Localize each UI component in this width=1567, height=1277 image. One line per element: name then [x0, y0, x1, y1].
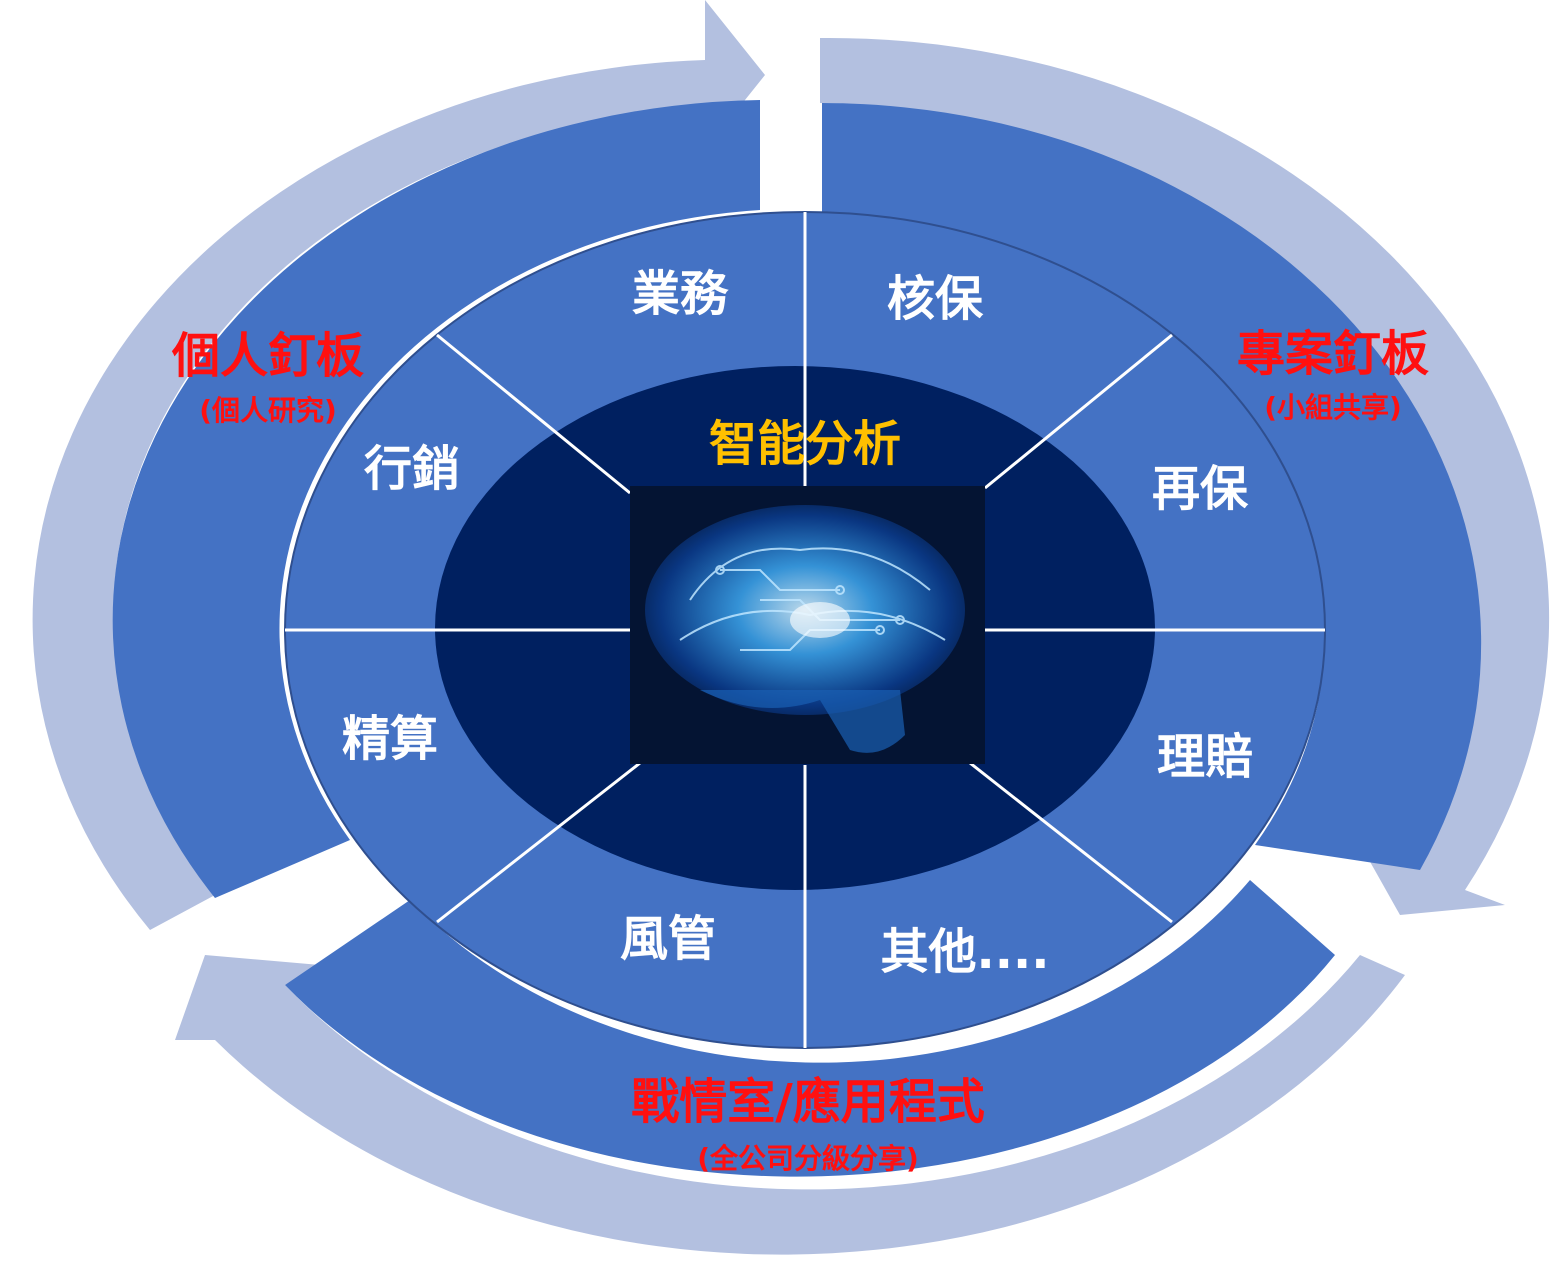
segment-label-sales: 業務 — [632, 266, 729, 322]
project-board-subtitle: (小組共享) — [1264, 391, 1402, 424]
warroom-title: 戰情室/應用程式 — [631, 1074, 985, 1130]
segment-label-marketing: 行銷 — [364, 441, 460, 497]
segment-label-underwriting: 核保 — [887, 271, 984, 327]
divider-bottom-right — [969, 761, 1173, 924]
segment-label-actuarial: 精算 — [342, 711, 438, 767]
personal-board-title: 個人釘板 — [171, 328, 364, 384]
ring-sector-project — [822, 103, 1482, 870]
outer-cycle-arrows — [32, 0, 1550, 1255]
ring-sector-personal — [112, 100, 761, 898]
ring-sectors — [112, 100, 1482, 1177]
project-board-title: 專案釘板 — [1237, 326, 1429, 382]
segment-dividers — [285, 212, 1325, 1048]
personal-board-subtitle: (個人研究) — [199, 394, 337, 427]
brain-circuit-icon — [630, 486, 985, 764]
divider-top-right — [984, 333, 1173, 490]
center-title: 智能分析 — [709, 416, 901, 472]
divider-bottom-left — [436, 761, 641, 924]
segment-label-claims: 理賠 — [1157, 729, 1253, 785]
segment-label-others: 其他.... — [881, 924, 1050, 980]
ring-sector-warroom — [285, 880, 1335, 1177]
arrow-band-personal — [32, 0, 765, 930]
arrow-band-project — [820, 37, 1550, 916]
divider-top-left — [436, 333, 631, 495]
segment-label-reinsurance: 再保 — [1152, 461, 1249, 517]
warroom-subtitle: (全公司分級分享) — [697, 1142, 919, 1175]
segment-label-risk: 風管 — [620, 911, 716, 967]
arrow-band-warroom — [175, 955, 1405, 1255]
